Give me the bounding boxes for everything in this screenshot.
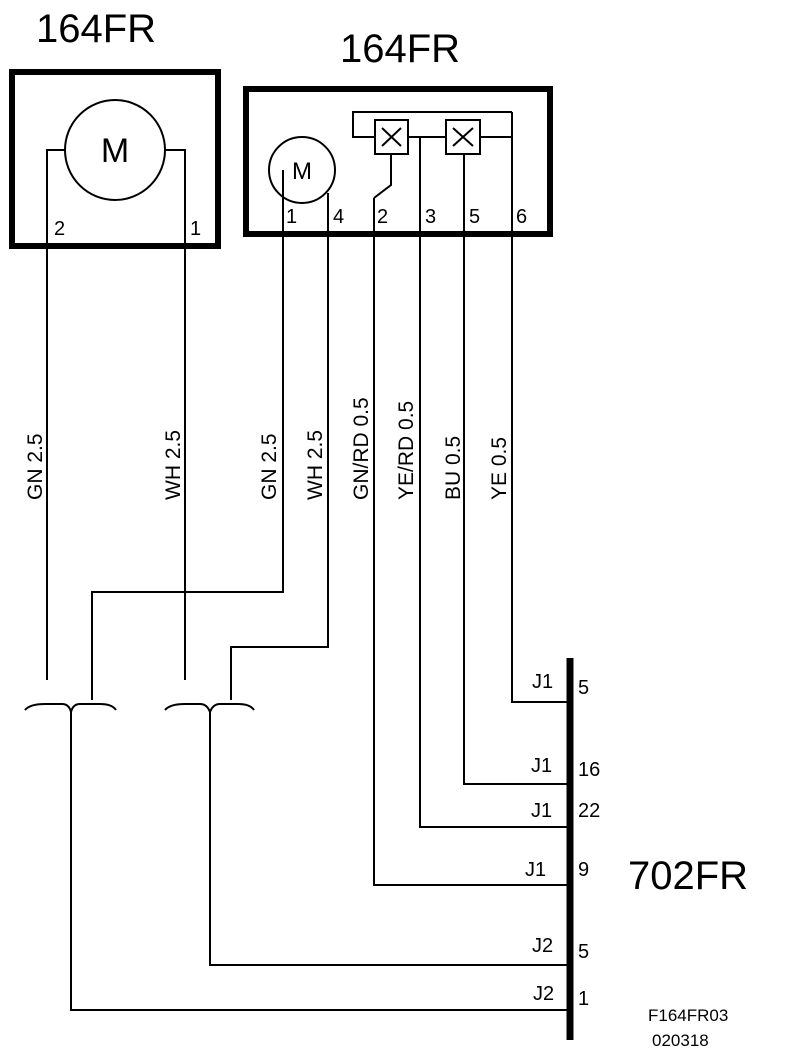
- splice-brace: [164, 703, 255, 715]
- wire-right-pin3: [419, 137, 570, 828]
- connector-label: J1: [525, 859, 546, 881]
- switch-icon: [374, 119, 409, 155]
- right-component-box: [243, 86, 553, 237]
- right-pin-4: 4: [333, 206, 344, 228]
- figure-date: 020318: [652, 1031, 709, 1050]
- figure-id: F164FR03: [648, 1006, 728, 1025]
- left-pin-1: 1: [190, 218, 201, 240]
- pin-number: 5: [578, 941, 589, 963]
- wire-label: WH 2.5: [304, 430, 327, 500]
- wire-label: BU 0.5: [442, 436, 465, 500]
- left-component-box: [9, 69, 221, 249]
- connector-label: J2: [532, 935, 553, 957]
- right-pin-5: 5: [469, 206, 480, 228]
- pin-number: 22: [578, 800, 600, 822]
- right-pin-2: 2: [377, 206, 388, 228]
- wire-right-pin1: [91, 170, 284, 700]
- connector-label: J1: [532, 671, 553, 693]
- left-motor-label: M: [101, 132, 129, 170]
- internal-pin2-link: [373, 154, 392, 199]
- splice-brace: [24, 703, 117, 713]
- wire-splice-right: [209, 712, 570, 966]
- wire-label: WH 2.5: [162, 430, 185, 500]
- switch-icon: [445, 119, 481, 155]
- right-motor-label: M: [292, 158, 312, 185]
- wire-left-pin1: [165, 149, 186, 680]
- connector-label: J2: [533, 983, 554, 1005]
- pin-number: 16: [578, 759, 600, 781]
- connector-label: J1: [531, 800, 552, 822]
- left-component-title: 164FR: [36, 7, 156, 51]
- wire-left-pin2: [46, 149, 65, 680]
- pin-number: 9: [578, 859, 589, 881]
- wire-label: YE 0.5: [488, 437, 511, 500]
- connector-label: J1: [531, 755, 552, 777]
- wire-label: GN 2.5: [24, 433, 47, 500]
- wire-label: GN 2.5: [258, 433, 281, 500]
- wire-right-pin5: [463, 154, 570, 785]
- pin-number: 5: [578, 677, 589, 699]
- right-motor-symbol: [268, 136, 336, 204]
- bus-title: 702FR: [628, 854, 748, 898]
- right-pin-3: 3: [425, 206, 436, 228]
- wire-label: GN/RD 0.5: [350, 397, 373, 500]
- wire-splice-left: [70, 712, 570, 1011]
- wire-right-pin6: [511, 112, 570, 703]
- left-pin-2: 2: [54, 218, 65, 240]
- right-pin-6: 6: [516, 206, 527, 228]
- wire-label: YE/RD 0.5: [395, 401, 418, 500]
- wire-right-pin4: [230, 193, 329, 700]
- pin-number: 1: [578, 988, 589, 1010]
- right-component-title: 164FR: [340, 27, 460, 71]
- wire-right-pin2: [373, 198, 570, 886]
- internal-top-wire: [352, 111, 512, 138]
- right-pin-1: 1: [286, 206, 297, 228]
